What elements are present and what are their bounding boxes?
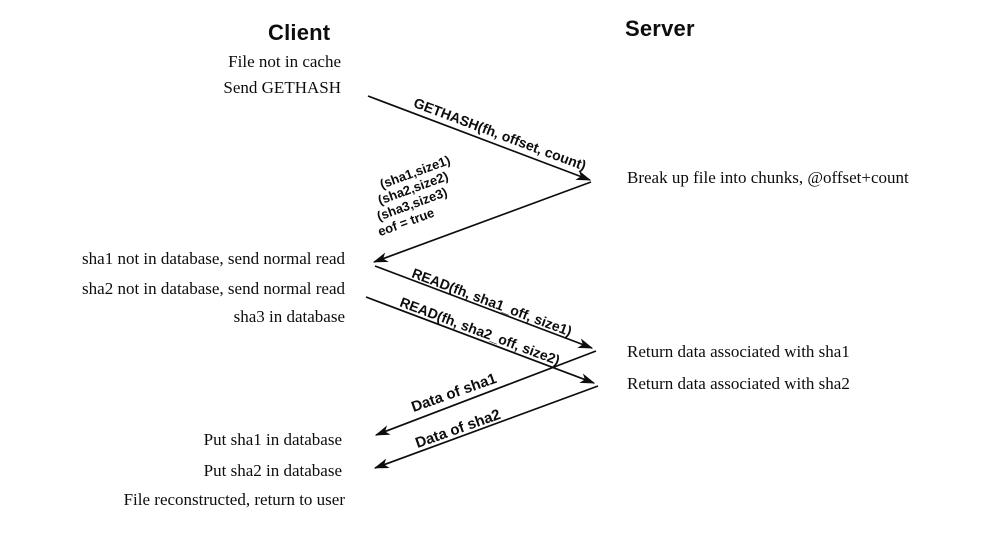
read-sha2-arrow bbox=[365, 296, 596, 384]
server-column-header: Server bbox=[625, 16, 695, 41]
client-note-sha2-not-in-database: sha2 not in database, send normal read bbox=[82, 279, 345, 298]
server-note-break-up-file: Break up file into chunks, @offset+count bbox=[627, 168, 909, 187]
client-note-file-not-in-cache: File not in cache bbox=[228, 52, 341, 71]
client-note-sha1-not-in-database: sha1 not in database, send normal read bbox=[82, 249, 345, 268]
data-sha1-arrow bbox=[374, 350, 597, 436]
client-note-send-gethash: Send GETHASH bbox=[223, 78, 341, 97]
client-note-file-reconstructed: File reconstructed, return to user bbox=[123, 490, 345, 509]
client-column-header: Client bbox=[268, 20, 331, 45]
data-sha2-arrow bbox=[373, 385, 599, 469]
server-note-return-data-sha2: Return data associated with sha2 bbox=[627, 374, 850, 393]
read-sha1-arrow bbox=[374, 265, 594, 349]
hash-response-arrow bbox=[372, 181, 592, 263]
gethash-request-arrow bbox=[367, 95, 592, 181]
client-note-put-sha2-in-database: Put sha2 in database bbox=[203, 461, 342, 480]
client-note-sha3-in-database: sha3 in database bbox=[233, 307, 345, 326]
client-note-put-sha1-in-database: Put sha1 in database bbox=[203, 430, 342, 449]
server-note-return-data-sha1: Return data associated with sha1 bbox=[627, 342, 850, 361]
